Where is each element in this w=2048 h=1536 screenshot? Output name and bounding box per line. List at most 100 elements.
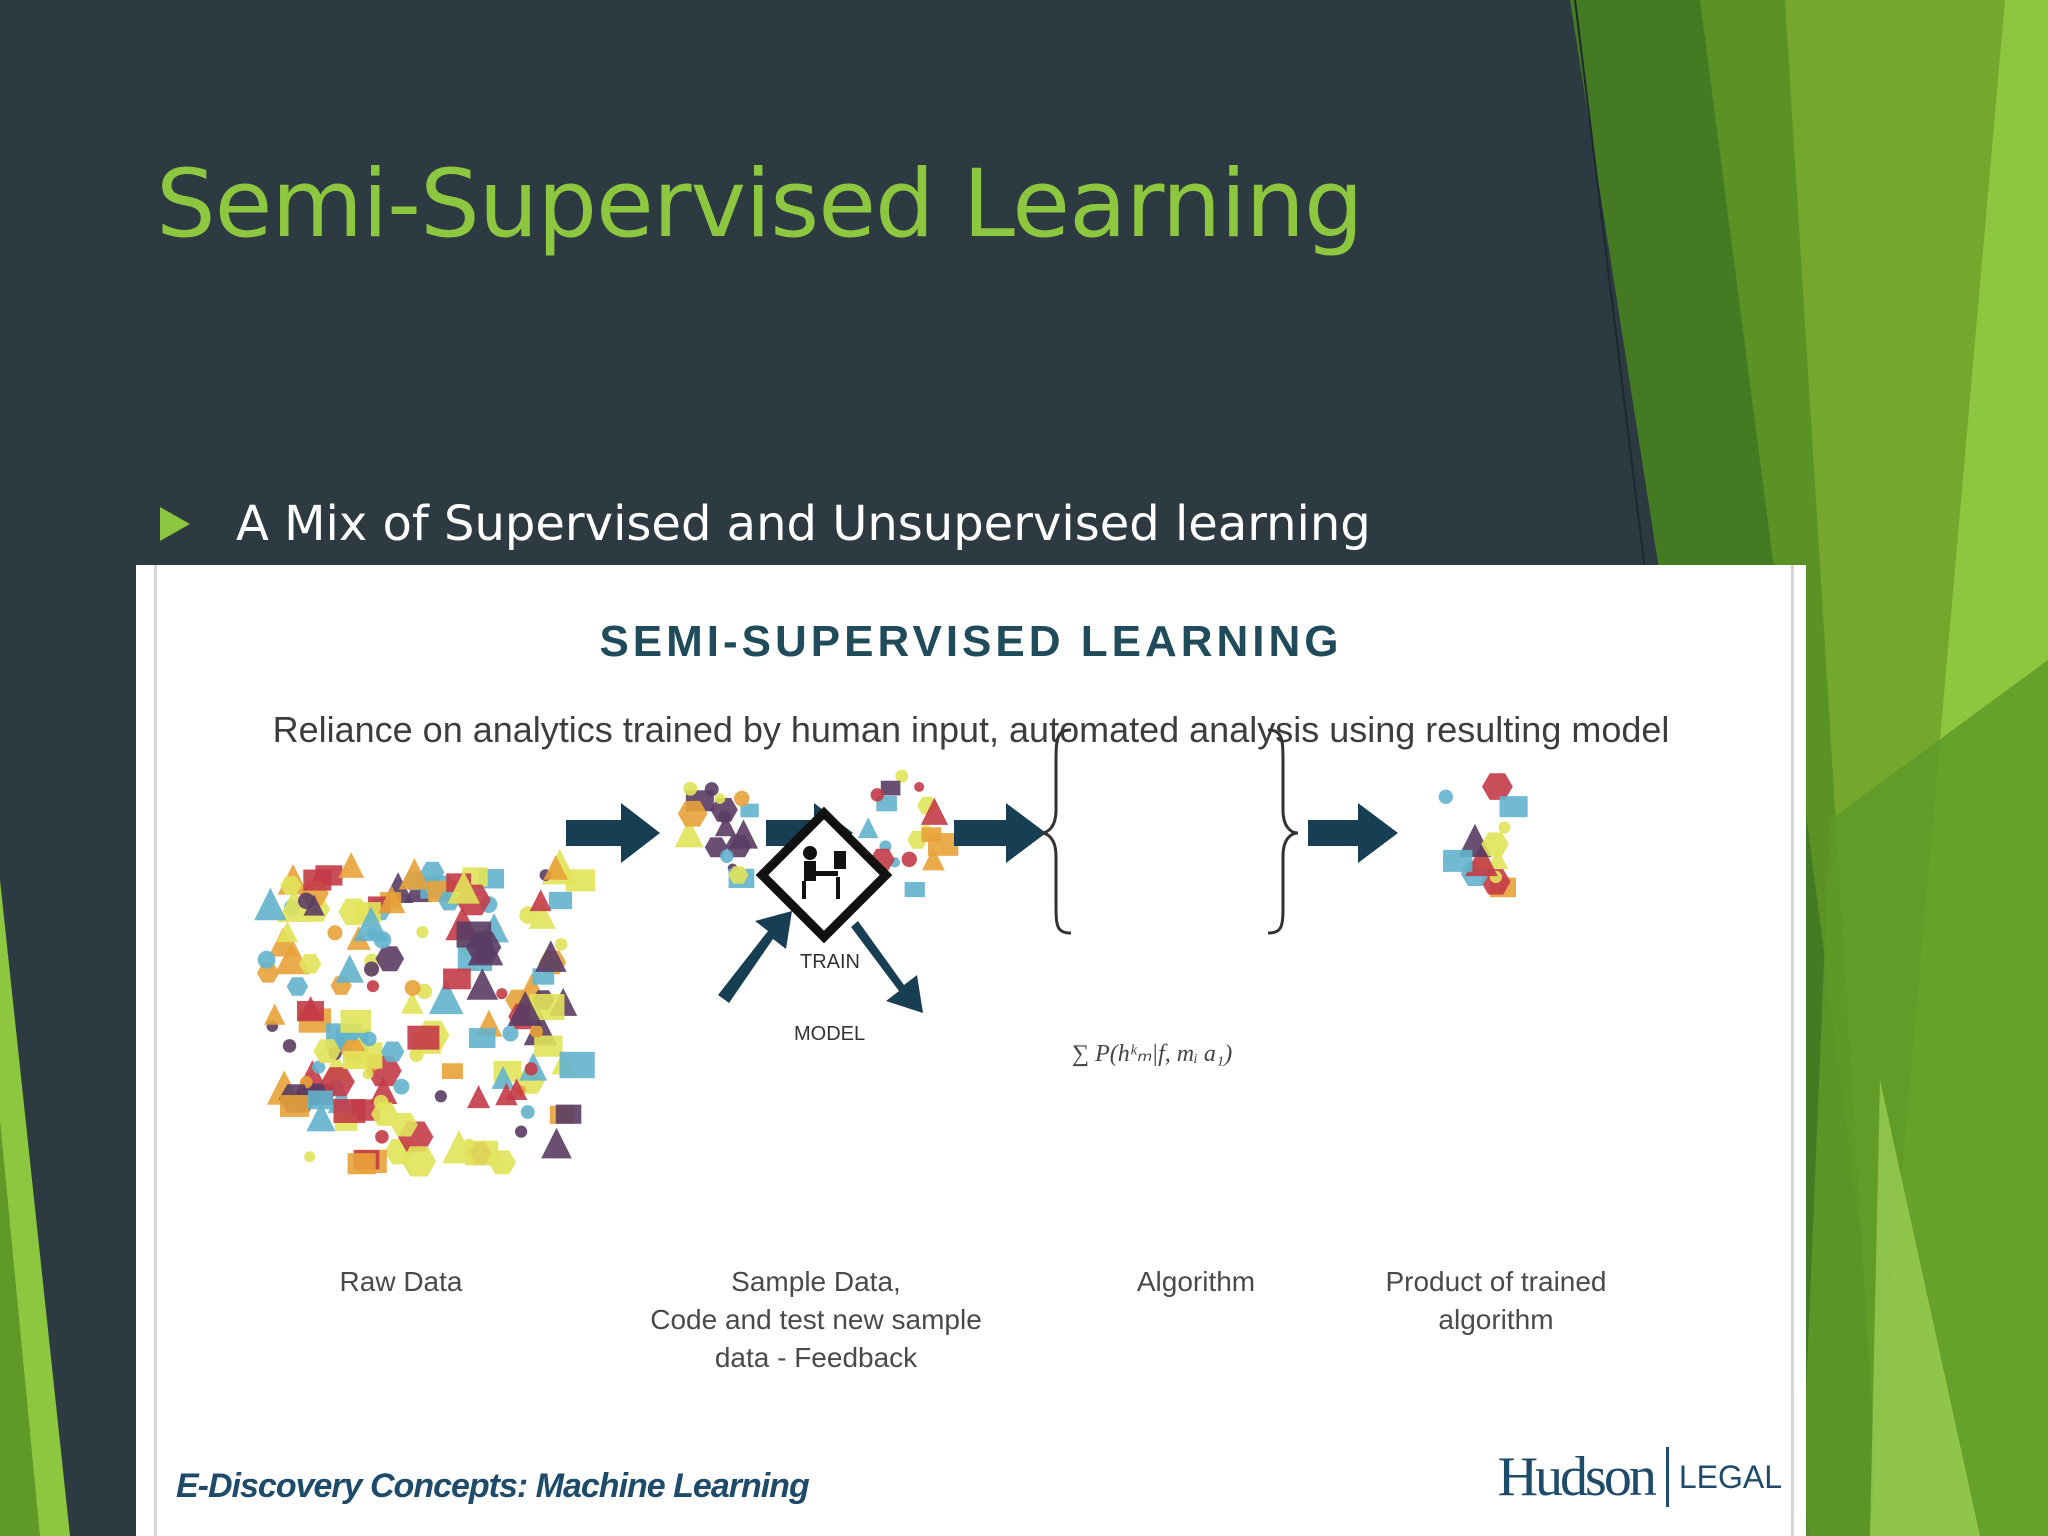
data-point-shape <box>734 790 750 807</box>
train-label: TRAIN <box>800 951 860 973</box>
step-raw-data-line: Raw Data <box>339 1266 463 1297</box>
data-point-shape <box>407 1025 440 1050</box>
data-point-shape <box>541 1127 572 1159</box>
data-point-shape <box>338 852 365 878</box>
data-point-shape <box>303 894 325 916</box>
arrow-model-to-algorithm <box>954 803 1046 863</box>
data-point-shape <box>507 990 543 1026</box>
step-sample-data: Sample Data, Code and test new sample da… <box>616 1263 1016 1377</box>
data-point-shape <box>276 920 298 943</box>
data-point-shape <box>495 1082 518 1106</box>
sample-data-cluster <box>674 781 759 889</box>
diagram-graphics <box>254 728 1528 1177</box>
step-product: Product of trained algorithm <box>1346 1263 1646 1339</box>
data-point-shape <box>895 769 909 783</box>
arrow-algorithm-to-product <box>1308 803 1398 863</box>
data-point-shape <box>257 950 276 969</box>
data-point-shape <box>280 876 302 895</box>
data-point-shape <box>857 817 879 839</box>
data-point-shape <box>532 968 555 985</box>
data-point-shape <box>534 940 567 972</box>
data-point-shape <box>428 979 464 1015</box>
data-point-shape <box>466 968 499 1000</box>
algorithm-braces <box>1040 728 1299 935</box>
data-point-shape <box>447 871 480 904</box>
arrow-raw-to-sample <box>566 803 660 863</box>
data-point-shape <box>714 814 737 837</box>
data-point-shape <box>718 810 732 824</box>
step-sample-data-line-1: Sample Data, <box>731 1266 901 1297</box>
data-point-shape <box>254 887 287 921</box>
data-point-shape <box>520 1105 535 1120</box>
step-sample-data-line-2: Code and test new sample <box>650 1304 982 1335</box>
data-point-shape <box>373 1094 389 1110</box>
figure-frame <box>154 565 1794 1536</box>
human-trainer-icon <box>755 806 893 944</box>
bullet-triangle-icon <box>160 507 190 541</box>
logo-divider <box>1665 1447 1669 1507</box>
data-point-shape <box>282 1039 297 1053</box>
data-point-shape <box>264 1003 286 1025</box>
data-point-shape <box>555 1104 582 1124</box>
data-point-shape <box>921 827 942 842</box>
data-point-shape <box>534 1035 563 1057</box>
figure-footer-text: E-Discovery Concepts: Machine Learning <box>176 1467 810 1505</box>
data-point-shape <box>548 891 573 910</box>
arrow-to-trainer <box>718 911 792 1003</box>
data-point-shape <box>366 980 380 993</box>
data-point-shape <box>704 782 719 797</box>
data-point-shape <box>434 1090 447 1103</box>
data-point-shape <box>870 788 884 802</box>
data-point-shape <box>303 869 332 891</box>
data-point-shape <box>683 781 698 796</box>
data-point-shape <box>1481 832 1509 857</box>
bullet-text: A Mix of Supervised and Unsupervised lea… <box>236 496 1371 552</box>
figure-subtitle: Reliance on analytics trained by human i… <box>272 709 1670 750</box>
data-point-shape <box>353 906 389 942</box>
data-point-shape <box>1438 789 1454 805</box>
data-point-shape <box>728 866 749 884</box>
data-point-shape <box>304 1151 316 1163</box>
data-point-shape <box>375 1129 389 1144</box>
data-point-shape <box>559 1051 595 1079</box>
data-point-shape <box>914 781 925 792</box>
arrow-from-trainer <box>851 921 923 1013</box>
product-cluster <box>1438 773 1528 898</box>
raw-data-cluster <box>254 848 596 1177</box>
data-point-shape <box>361 1031 377 1047</box>
data-point-shape <box>362 1068 374 1080</box>
data-point-shape <box>333 1099 366 1123</box>
data-point-shape <box>378 885 406 914</box>
data-point-shape <box>256 963 280 983</box>
data-point-shape <box>515 1125 528 1138</box>
data-point-shape <box>1458 823 1492 857</box>
data-point-shape <box>400 991 424 1014</box>
data-point-shape <box>286 977 309 996</box>
model-data-cluster <box>857 769 959 898</box>
data-point-shape <box>904 881 925 898</box>
data-point-shape <box>720 849 734 863</box>
data-point-shape <box>524 1062 538 1076</box>
data-point-shape <box>312 1060 326 1074</box>
step-product-line-1: Product of trained <box>1385 1266 1607 1297</box>
data-point-shape <box>456 921 492 948</box>
data-point-shape <box>529 889 552 912</box>
data-point-shape <box>347 1153 376 1175</box>
data-point-shape <box>443 968 471 990</box>
data-point-shape <box>496 988 508 1000</box>
data-point-shape <box>398 858 431 890</box>
data-point-shape <box>528 901 556 929</box>
data-point-shape <box>306 1102 336 1132</box>
step-algorithm: Algorithm <box>1096 1263 1296 1301</box>
data-point-shape <box>279 1095 310 1117</box>
data-point-shape <box>491 1065 515 1089</box>
data-point-shape <box>740 803 759 818</box>
data-point-shape <box>921 847 945 871</box>
data-point-shape <box>502 1025 519 1042</box>
data-point-shape <box>442 1130 476 1164</box>
data-point-shape <box>416 925 429 939</box>
data-point-shape <box>298 996 323 1020</box>
data-point-shape <box>441 1063 463 1080</box>
data-point-shape <box>380 1041 405 1062</box>
